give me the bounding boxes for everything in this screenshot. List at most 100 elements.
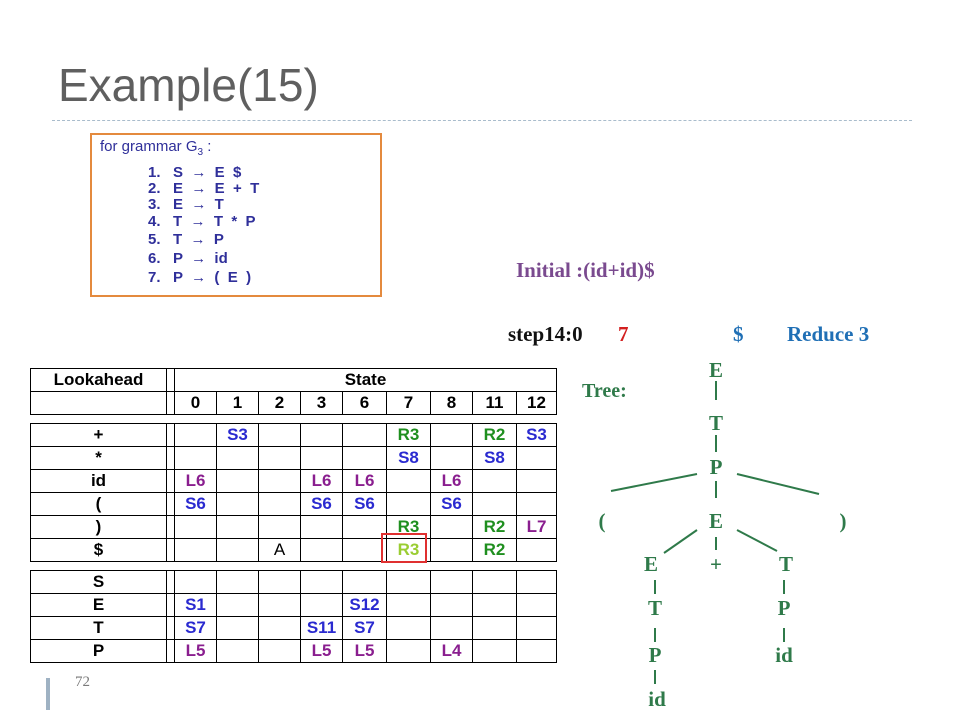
table-separator bbox=[166, 492, 175, 516]
table-cell: R2 bbox=[472, 515, 517, 539]
lookahead-symbol: $ bbox=[30, 538, 167, 562]
lookahead-symbol: id bbox=[30, 469, 167, 493]
table-cell: L6 bbox=[174, 469, 217, 493]
tree-node: P bbox=[778, 596, 791, 620]
grammar-heading-sub: 3 bbox=[197, 147, 204, 158]
table-cell bbox=[430, 616, 473, 640]
tree-label: Tree: bbox=[582, 380, 627, 402]
title-divider bbox=[52, 120, 912, 121]
table-cell bbox=[300, 538, 343, 562]
table-gap bbox=[30, 414, 557, 424]
table-cell bbox=[342, 423, 387, 447]
table-cell bbox=[174, 570, 217, 594]
table-cell bbox=[472, 616, 517, 640]
table-cell: S11 bbox=[300, 616, 343, 640]
table-cell bbox=[386, 469, 431, 493]
grammar-rule: 6. P → id bbox=[148, 250, 228, 267]
table-cell bbox=[386, 639, 431, 663]
table-cell bbox=[300, 593, 343, 617]
table-row: E S1 S12 bbox=[30, 593, 557, 617]
table-cell bbox=[174, 538, 217, 562]
table-cell bbox=[216, 446, 259, 470]
table-cell: A bbox=[258, 538, 301, 562]
table-cell bbox=[386, 616, 431, 640]
tree-node: ) bbox=[840, 509, 847, 533]
state-numbers-row: 0 1 2 3 6 7 8 11 12 bbox=[30, 391, 557, 415]
table-separator bbox=[166, 368, 175, 392]
table-cell bbox=[516, 639, 557, 663]
table-cell: S3 bbox=[216, 423, 259, 447]
stack-value: 7 bbox=[618, 322, 629, 346]
nonterminal-symbol: E bbox=[30, 593, 167, 617]
lookahead-symbol: ( bbox=[30, 492, 167, 516]
tree-edge bbox=[663, 529, 698, 554]
table-cell bbox=[258, 469, 301, 493]
table-cell: R3 bbox=[386, 423, 431, 447]
table-row: * S8 S8 bbox=[30, 446, 557, 470]
nonterminal-symbol: S bbox=[30, 570, 167, 594]
table-cell bbox=[258, 616, 301, 640]
nonterminal-symbol: T bbox=[30, 616, 167, 640]
grammar-heading-text: for grammar G bbox=[100, 138, 198, 155]
table-cell bbox=[174, 446, 217, 470]
table-cell bbox=[258, 515, 301, 539]
table-separator bbox=[166, 515, 175, 539]
table-cell bbox=[516, 570, 557, 594]
current-action-highlight bbox=[381, 533, 427, 563]
table-row: + S3 R3 R2 S3 bbox=[30, 423, 557, 447]
table-cell bbox=[216, 570, 259, 594]
grammar-heading: for grammar G3 : bbox=[100, 138, 211, 158]
table-cell: S7 bbox=[342, 616, 387, 640]
table-cell bbox=[342, 446, 387, 470]
table-cell bbox=[258, 423, 301, 447]
table-cell: L5 bbox=[174, 639, 217, 663]
table-cell bbox=[430, 593, 473, 617]
grammar-rule: 3. E → T bbox=[148, 196, 224, 213]
table-cell: S6 bbox=[342, 492, 387, 516]
table-cell bbox=[258, 446, 301, 470]
table-cell: S1 bbox=[174, 593, 217, 617]
table-cell bbox=[300, 446, 343, 470]
tree-node: id bbox=[775, 643, 793, 667]
table-cell bbox=[516, 492, 557, 516]
table-cell bbox=[300, 570, 343, 594]
input-symbol: $ bbox=[733, 322, 744, 346]
table-separator bbox=[166, 616, 175, 640]
initial-input: Initial :(id+id)$ bbox=[516, 258, 655, 282]
tree-edge bbox=[736, 473, 820, 495]
table-cell: S3 bbox=[516, 423, 557, 447]
state-number: 7 bbox=[386, 391, 431, 415]
table-cell: S12 bbox=[342, 593, 387, 617]
lookahead-symbol: * bbox=[30, 446, 167, 470]
table-cell: S6 bbox=[430, 492, 473, 516]
state-number: 1 bbox=[216, 391, 259, 415]
state-number: 12 bbox=[516, 391, 557, 415]
tree-node: + bbox=[710, 552, 722, 576]
table-cell bbox=[216, 538, 259, 562]
table-cell bbox=[300, 423, 343, 447]
grammar-rule: 1. S → E $ bbox=[148, 164, 242, 181]
table-cell bbox=[300, 515, 343, 539]
table-cell bbox=[216, 639, 259, 663]
state-number: 0 bbox=[174, 391, 217, 415]
table-cell bbox=[216, 616, 259, 640]
tree-edge bbox=[610, 473, 698, 492]
grammar-rule: 2. E → E + T bbox=[148, 180, 260, 197]
state-number: 2 bbox=[258, 391, 301, 415]
table-cell: S8 bbox=[386, 446, 431, 470]
lookahead-symbol: + bbox=[30, 423, 167, 447]
lookahead-symbol: ) bbox=[30, 515, 167, 539]
table-cell: L5 bbox=[300, 639, 343, 663]
table-cell bbox=[472, 492, 517, 516]
table-separator bbox=[166, 446, 175, 470]
tree-node: E bbox=[644, 552, 658, 576]
page-number: 72 bbox=[75, 674, 90, 690]
table-cell bbox=[472, 639, 517, 663]
table-cell bbox=[430, 515, 473, 539]
table-cell bbox=[430, 538, 473, 562]
table-cell bbox=[516, 616, 557, 640]
state-number: 11 bbox=[472, 391, 517, 415]
table-cell: L6 bbox=[430, 469, 473, 493]
tree-node: E bbox=[709, 358, 723, 382]
